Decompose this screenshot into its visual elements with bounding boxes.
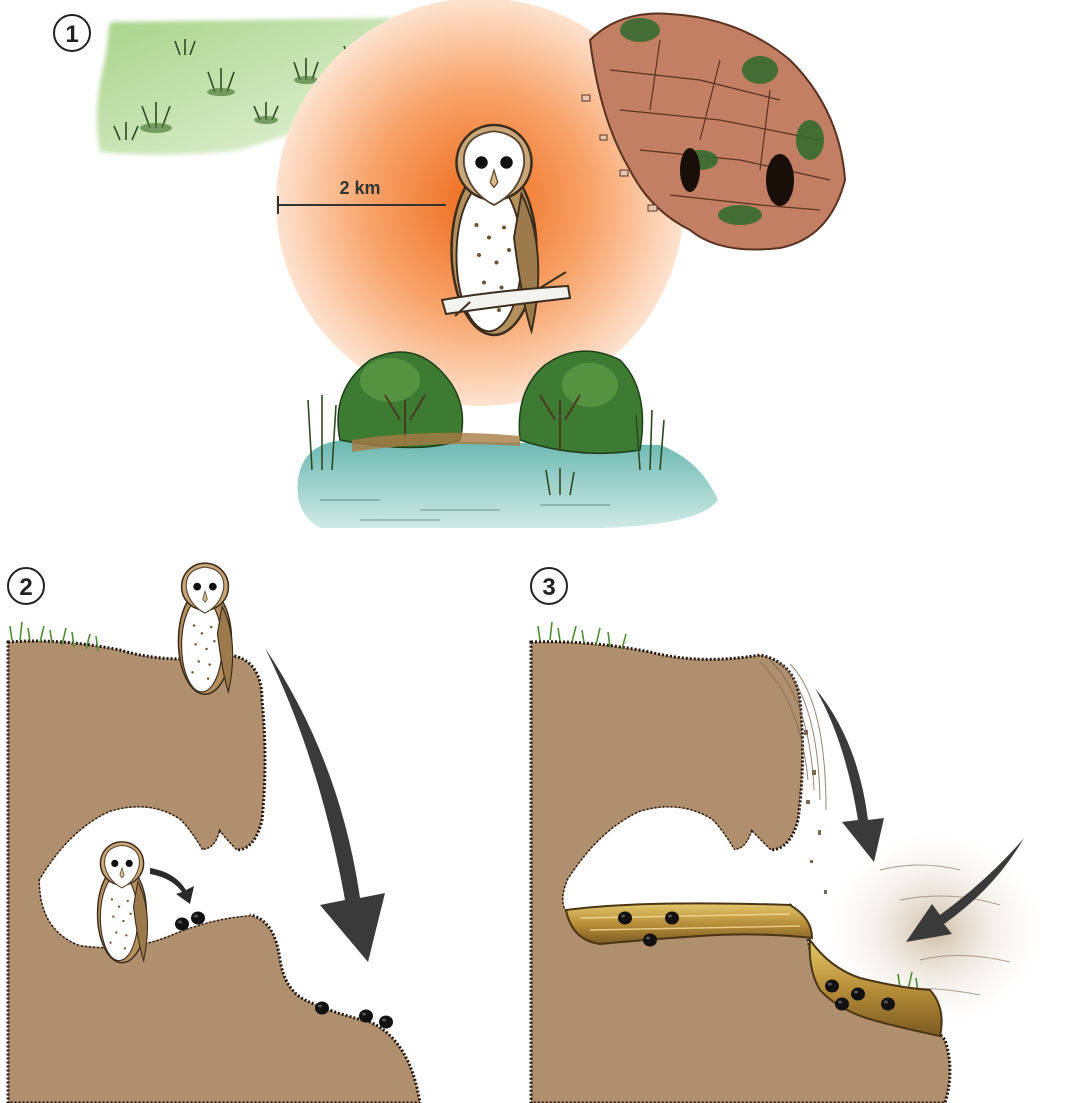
- panel-3-number: 3: [542, 574, 555, 601]
- panel-1-number-badge: 1: [54, 15, 90, 51]
- cliff-cave-opening: [680, 148, 700, 192]
- panel-1: 1: [54, 0, 845, 528]
- panel-2-number-badge: 2: [8, 568, 44, 604]
- panel-2: 2: [8, 563, 420, 1103]
- panel-2-number: 2: [19, 574, 32, 601]
- panel-1-number: 1: [65, 21, 78, 48]
- panel-3: 3: [531, 568, 1050, 1103]
- panel-3-number-badge: 3: [531, 568, 567, 604]
- barn-owl-icon: [178, 563, 232, 694]
- arrow-icon: [265, 648, 385, 962]
- barn-owl-icon: [98, 842, 148, 963]
- distance-label: 2 km: [339, 178, 380, 198]
